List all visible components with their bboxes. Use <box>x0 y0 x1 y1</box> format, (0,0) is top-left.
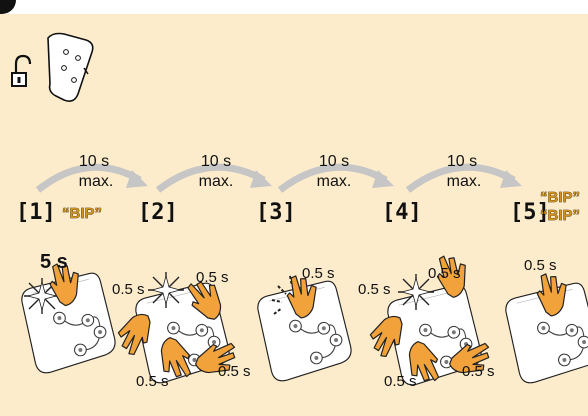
step-4-duration-1: 0.5 s <box>358 281 391 298</box>
step-4-duration-3: 0.5 s <box>384 373 417 390</box>
timing-3-max: max. <box>317 173 352 190</box>
step-3-illustration: 0.5 s <box>252 265 356 384</box>
timing-3-value: 10 s <box>319 153 349 170</box>
step-1-duration: 5 s <box>40 251 68 273</box>
step-4-duration-2: 0.5 s <box>428 265 461 282</box>
timing-4-value: 10 s <box>447 153 477 170</box>
step-4-duration-4: 0.5 s <box>462 363 495 380</box>
step-2-duration-3: 0.5 s <box>136 373 169 390</box>
step-3-label: [3] <box>256 200 296 225</box>
top-band <box>0 0 588 14</box>
timing-arrow-4 <box>405 163 522 193</box>
timing-1-value: 10 s <box>79 153 109 170</box>
unlocked-padlock-icon <box>11 54 32 87</box>
remote-control-icon <box>47 32 94 102</box>
step-1-beep: “BIP” <box>62 205 102 222</box>
step-4-label: [4] <box>382 200 422 225</box>
step-1-label: [1] <box>16 200 56 225</box>
timing-arrow-3 <box>277 163 394 193</box>
step-1-illustration: 5 s <box>16 251 120 376</box>
step-2-illustration: 0.5 s 0.5 s 0.5 s 0.5 s <box>112 269 251 390</box>
step-5-label: [5] <box>510 200 550 225</box>
step-2-label: [2] <box>138 200 178 225</box>
timing-2-value: 10 s <box>201 153 231 170</box>
timing-1-max: max. <box>79 173 114 190</box>
step-2-duration-1: 0.5 s <box>112 281 145 298</box>
step-2-duration-4: 0.5 s <box>218 363 251 380</box>
step-3-duration: 0.5 s <box>302 265 335 282</box>
step-4-illustration: 0.5 s 0.5 s 0.5 s 0.5 s <box>358 249 498 390</box>
timing-2-max: max. <box>199 173 234 190</box>
step-5-duration: 0.5 s <box>524 257 557 274</box>
step-5-beep-1: “BIP” <box>540 189 580 206</box>
step-5-beep-2: “BIP” <box>540 207 580 224</box>
step-5-illustration: 0.5 s <box>500 257 588 386</box>
timing-arrow-2 <box>155 163 272 193</box>
step-2-duration-2: 0.5 s <box>196 269 229 286</box>
timing-arrow-1 <box>35 163 148 193</box>
timing-4-max: max. <box>447 173 482 190</box>
